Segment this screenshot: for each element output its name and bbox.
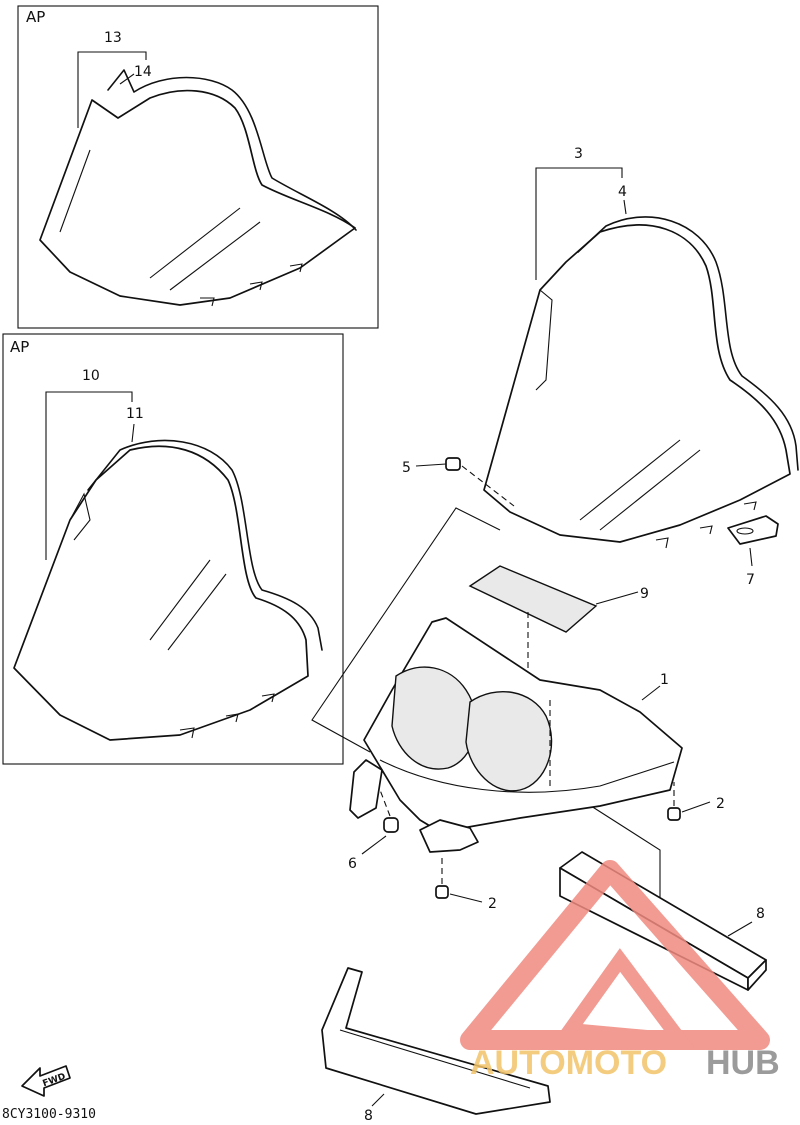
windshield-main-body [483, 224, 791, 543]
part-label-1: 1 [660, 672, 669, 688]
windshield-bottom-mount [69, 492, 91, 541]
watermark-inner-mark-icon [557, 948, 696, 1049]
bracket-13 [77, 51, 147, 128]
windshield-bottom-reflect-2 [167, 573, 227, 651]
windshield-main-mount [535, 289, 553, 391]
part-label-4: 4 [618, 184, 627, 200]
grommet-6-body [383, 817, 399, 833]
part-label-12: 11 [126, 406, 144, 422]
part-label-11: 10 [82, 368, 100, 384]
inset-label-top: AP [26, 8, 45, 26]
assembly-guide-left [311, 507, 501, 753]
part-label-14: 14 [134, 64, 152, 80]
trim-strip-8-body [321, 967, 551, 1115]
windshield-top-edge [59, 149, 91, 233]
part-label-6: 6 [348, 856, 357, 872]
windshield-main-reflect-2 [599, 449, 701, 531]
grommet-7: 7 [727, 515, 779, 588]
leader-9 [727, 921, 753, 937]
cowling-crease [379, 759, 675, 793]
windshield-top-tabs [200, 263, 303, 307]
leader-4 [623, 199, 627, 215]
leader-7 [749, 547, 753, 567]
cowling-lower-tab [419, 819, 479, 853]
part-label-2-left: 2 [488, 896, 497, 912]
screw-5-guide [461, 465, 515, 507]
diagram-code: 8CY3100-9310 [2, 1107, 96, 1122]
windshield-bottom-body [13, 445, 309, 741]
windshield-top-reflect-1 [149, 207, 241, 279]
leader-2-right [681, 801, 711, 813]
windshield-main-tabs [655, 501, 757, 549]
cowling-pod-right [465, 690, 553, 792]
trim-strip-8: 8 [321, 967, 551, 1124]
screw-5-head [445, 457, 461, 471]
part-label-10: 9 [640, 586, 649, 602]
inset-frame-top [17, 5, 379, 329]
windshield-main: 3 4 [483, 146, 799, 549]
leader-14 [119, 73, 135, 85]
part-label-5: 5 [402, 460, 411, 476]
inset-label-bottom: AP [10, 338, 29, 356]
part-label-9: 8 [756, 906, 765, 922]
foam-block-9-end [747, 959, 767, 991]
screw-5: 5 [402, 457, 515, 507]
part-label-8: 8 [364, 1108, 373, 1124]
inset-frame-bottom [2, 333, 344, 765]
fwd-arrow-icon [21, 1065, 71, 1097]
watermark-logo: AUTOMOTO HUB [460, 860, 780, 1082]
watermark-word-1: AUTOMOTO [470, 1044, 667, 1082]
watermark-word-2: HUB [706, 1044, 780, 1082]
inset-windshield-bottom: AP 10 11 [2, 333, 344, 765]
leader-12 [131, 423, 135, 443]
pad-10-body [468, 565, 598, 633]
part-label-7: 7 [746, 572, 755, 588]
cowling-side-flap [349, 759, 383, 819]
grommet-6: 6 [348, 789, 399, 872]
windshield-bottom-reflect-1 [149, 559, 211, 641]
trim-strip-8-edge [339, 1029, 531, 1089]
screw-2-right: 2 [667, 782, 725, 821]
bracket-11 [45, 391, 133, 560]
windshield-main-reflect-1 [579, 439, 681, 521]
bracket-3 [535, 167, 623, 280]
part-label-13: 13 [104, 30, 122, 46]
fwd-arrow: FWD [21, 1065, 71, 1097]
leader-10 [595, 591, 639, 605]
assembly-guide-right [565, 789, 661, 910]
windshield-bottom-tabs [179, 693, 275, 739]
cowling-1: 1 [349, 617, 683, 853]
windshield-top-reflect-2 [169, 221, 261, 291]
part-label-2-right: 2 [716, 796, 725, 812]
leader-2-left [449, 893, 483, 903]
screw-2-left-head [435, 885, 449, 899]
leader-8 [371, 1093, 385, 1107]
leader-1 [641, 685, 661, 701]
part-label-3: 3 [574, 146, 583, 162]
inset-windshield-top: AP 13 14 [17, 5, 379, 329]
windshield-main-trim [577, 216, 799, 471]
leader-6 [361, 835, 387, 855]
screw-2-left: 2 [435, 856, 497, 912]
windshield-top-trim [107, 69, 357, 231]
screw-2-right-head [667, 807, 681, 821]
leader-5 [415, 463, 447, 467]
grommet-6-guide [379, 789, 391, 817]
grommet-7-slot [736, 527, 754, 535]
windshield-bottom-trim [87, 439, 323, 651]
